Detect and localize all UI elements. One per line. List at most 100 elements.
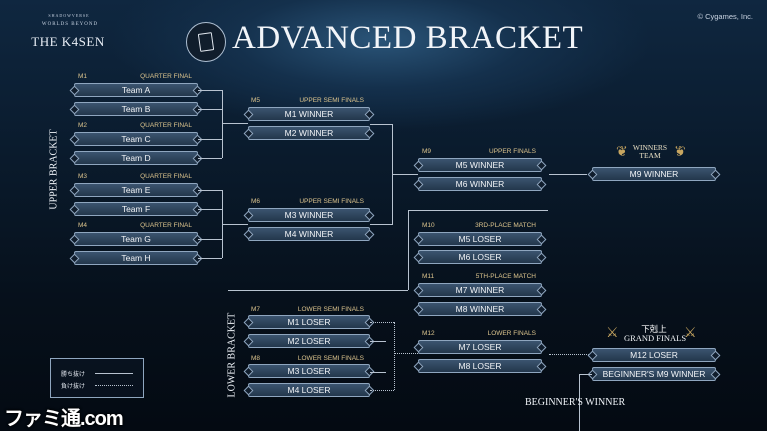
team-slot[interactable]: Team B	[74, 102, 198, 116]
match-round: QUARTER FINAL	[140, 173, 192, 180]
match-round: QUARTER FINAL	[140, 73, 192, 80]
connector-line	[549, 354, 589, 355]
team-slot[interactable]: Team G	[74, 232, 198, 246]
match-round: LOWER SEMI FINALS	[297, 306, 364, 313]
connector-line	[222, 90, 223, 158]
match-round: 3RD-PLACE MATCH	[475, 222, 536, 229]
team-slot[interactable]: M8 LOSER	[418, 359, 542, 373]
team-slot[interactable]: M8 WINNER	[418, 302, 542, 316]
team-slot[interactable]: M6 WINNER	[418, 177, 542, 191]
team-slot[interactable]: Team C	[74, 132, 198, 146]
match-id: M5	[251, 97, 261, 104]
match-id: M7	[251, 306, 261, 313]
crossed-swords-right-icon: ⚔	[684, 324, 697, 340]
team-slot[interactable]: Team F	[74, 202, 198, 216]
team-slot[interactable]: Team E	[74, 183, 198, 197]
connector-line	[198, 109, 222, 110]
connector-line	[579, 374, 592, 375]
lower-bracket-label: LOWER BRACKET	[226, 312, 238, 398]
connector-line	[370, 322, 394, 323]
connector-line	[198, 90, 222, 91]
team-slot[interactable]: M6 LOSER	[418, 250, 542, 264]
connector-line	[392, 174, 418, 175]
connector-line	[549, 174, 587, 175]
match-round: QUARTER FINAL	[140, 222, 192, 229]
connector-line	[198, 239, 222, 240]
team-slot[interactable]: M4 LOSER	[248, 383, 370, 397]
connector-line	[198, 209, 222, 210]
legend: 勝ち抜け 負け抜け	[50, 358, 144, 398]
beginners-winner-label: BEGINNER'S WINNER	[525, 397, 626, 408]
upset-label: 下剋上	[641, 324, 667, 334]
upper-bracket-label: UPPER BRACKET	[48, 129, 60, 210]
connector-line	[198, 158, 222, 159]
team-slot[interactable]: Team H	[74, 251, 198, 265]
divider-line	[408, 210, 548, 211]
match-id: M2	[78, 122, 88, 129]
connector-line	[198, 190, 222, 191]
connector-line	[394, 322, 395, 390]
team-slot[interactable]: M5 LOSER	[418, 232, 542, 246]
logo-subtitle-top: SHADOWVERSE	[48, 13, 90, 18]
match-id: M10	[422, 222, 435, 229]
match-id: M4	[78, 222, 88, 229]
team-slot[interactable]: Team D	[74, 151, 198, 165]
laurel-right-icon: ❦	[674, 143, 686, 159]
connector-line	[370, 372, 386, 373]
match-round: QUARTER FINAL	[140, 122, 192, 129]
connector-line	[579, 374, 580, 431]
team-slot[interactable]: M7 LOSER	[418, 340, 542, 354]
legend-dotted-line	[95, 385, 133, 386]
connector-line	[222, 123, 248, 124]
team-slot[interactable]: M2 WINNER	[248, 126, 370, 140]
connector-line	[370, 390, 394, 391]
match-round: 5TH-PLACE MATCH	[475, 273, 536, 280]
event-logo: THE K4SEN	[31, 34, 105, 49]
connector-line	[370, 341, 386, 342]
copyright-text: © Cygames, Inc.	[697, 12, 753, 21]
grand-finals-slot[interactable]: M12 LOSER	[592, 348, 716, 362]
match-round: UPPER SEMI FINALS	[299, 97, 364, 104]
connector-line	[198, 139, 222, 140]
connector-line	[370, 224, 392, 225]
match-id: M12	[422, 330, 435, 337]
team-slot[interactable]: M2 LOSER	[248, 334, 370, 348]
page-title: ADVANCED BRACKET	[232, 20, 584, 56]
team-slot[interactable]: M1 LOSER	[248, 315, 370, 329]
winner-slot[interactable]: M9 WINNER	[592, 167, 716, 181]
match-id: M9	[422, 148, 432, 155]
crossed-swords-left-icon: ⚔	[606, 324, 619, 340]
connector-line	[394, 353, 418, 354]
connector-line	[198, 258, 222, 259]
match-round: LOWER FINALS	[487, 330, 536, 337]
team-slot[interactable]: M5 WINNER	[418, 158, 542, 172]
laurel-left-icon: ❦	[616, 143, 628, 159]
match-id: M3	[78, 173, 88, 180]
logo-subtitle: WORLDS BEYOND	[41, 22, 99, 27]
match-id: M1	[78, 73, 88, 80]
watermark: ファミ通.com	[4, 408, 124, 430]
team-slot[interactable]: M4 WINNER	[248, 227, 370, 241]
legend-win-label: 勝ち抜け	[61, 372, 86, 378]
divider-line	[228, 290, 408, 291]
connector-line	[222, 224, 248, 225]
winners-team-label: WINNERS TEAM	[632, 143, 668, 160]
grand-finals-slot[interactable]: BEGINNER'S M9 WINNER	[592, 367, 716, 381]
legend-lose-label: 負け抜け	[61, 384, 86, 390]
team-slot[interactable]: M7 WINNER	[418, 283, 542, 297]
match-round: UPPER SEMI FINALS	[299, 198, 364, 205]
team-slot[interactable]: Team A	[74, 83, 198, 97]
match-round: LOWER SEMI FINALS	[297, 355, 364, 362]
team-slot[interactable]: M3 LOSER	[248, 364, 370, 378]
match-round: UPPER FINALS	[489, 148, 536, 155]
team-slot[interactable]: M3 WINNER	[248, 208, 370, 222]
legend-solid-line	[95, 373, 133, 374]
match-id: M8	[251, 355, 261, 362]
card-emblem-icon	[186, 22, 226, 62]
grand-finals-label: GRAND FINALS	[623, 333, 687, 343]
match-id: M6	[251, 198, 261, 205]
match-id: M11	[422, 273, 435, 280]
team-slot[interactable]: M1 WINNER	[248, 107, 370, 121]
connector-line	[370, 124, 392, 125]
